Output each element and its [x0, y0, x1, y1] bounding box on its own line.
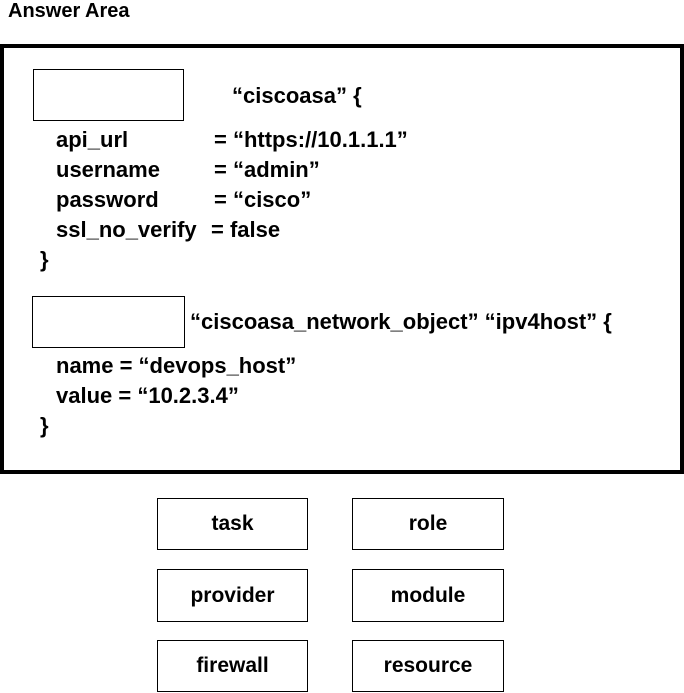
field-ssl-no-verify-key: ssl_no_verify: [56, 217, 197, 242]
field-username-value: = “admin”: [214, 157, 320, 182]
option-module[interactable]: module: [352, 569, 504, 622]
drop-target-2[interactable]: [32, 296, 185, 348]
answer-area-title: Answer Area: [8, 0, 130, 22]
field-password-key: password: [56, 187, 159, 212]
block2-open-line: “ciscoasa_network_object” “ipv4host” {: [190, 309, 612, 334]
block2-close-brace: }: [40, 413, 49, 438]
option-provider[interactable]: provider: [157, 569, 308, 622]
option-firewall[interactable]: firewall: [157, 640, 308, 692]
field-username-key: username: [56, 157, 160, 182]
answer-area-box: [0, 44, 684, 474]
option-task[interactable]: task: [157, 498, 308, 550]
drop-target-1[interactable]: [33, 69, 184, 121]
option-role[interactable]: role: [352, 498, 504, 550]
block1-open-line: “ciscoasa” {: [232, 83, 362, 108]
option-resource[interactable]: resource: [352, 640, 504, 692]
block2-name-line: name = “devops_host”: [56, 353, 297, 378]
field-password-value: = “cisco”: [214, 187, 312, 212]
field-ssl-no-verify-value: = false: [211, 217, 281, 242]
block1-close-brace: }: [40, 247, 49, 272]
field-api-url-key: api_url: [56, 127, 129, 152]
block2-value-line: value = “10.2.3.4”: [56, 383, 239, 408]
field-api-url-value: = “https://10.1.1.1”: [214, 127, 408, 152]
